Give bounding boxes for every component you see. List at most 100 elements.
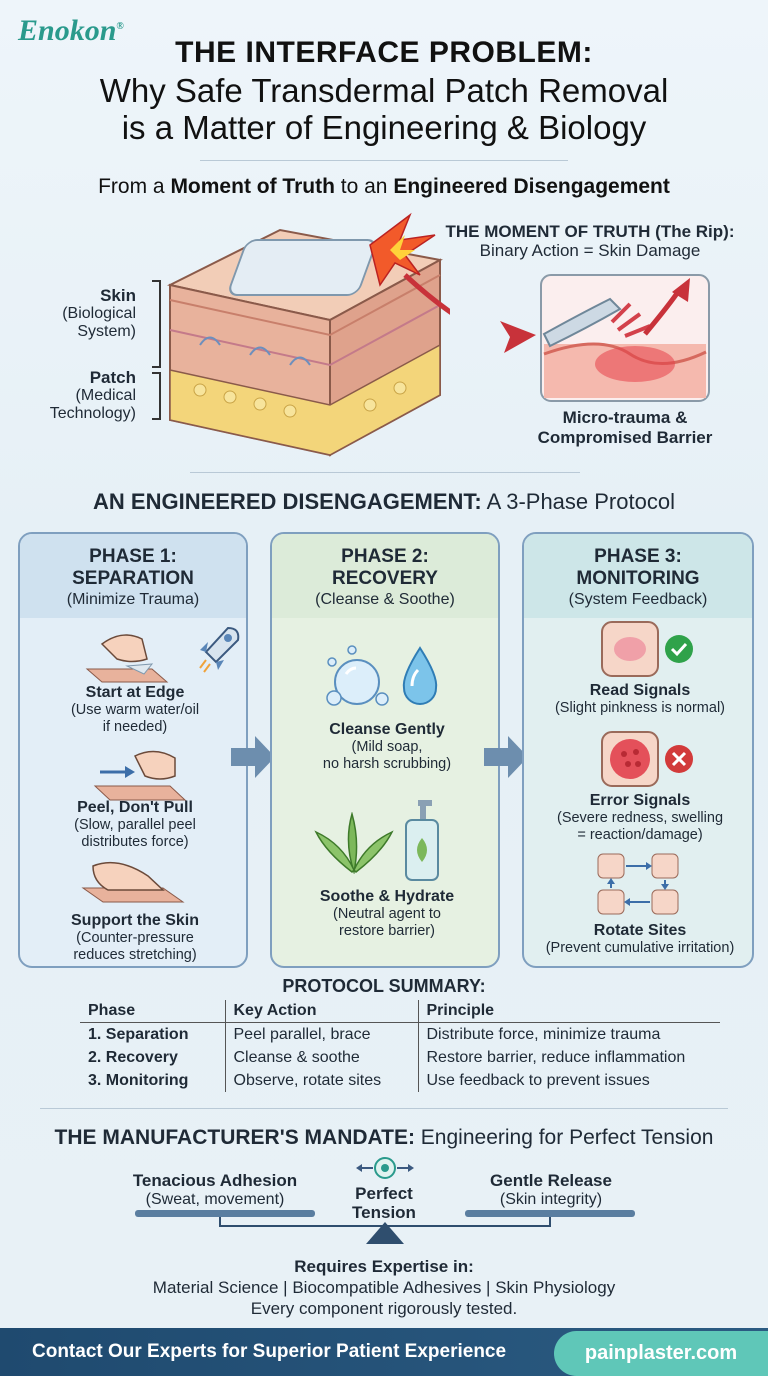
expertise-block: Requires Expertise in: Material Science … xyxy=(0,1256,768,1319)
phase-1-title-2: SEPARATION xyxy=(72,568,194,589)
step-label: Read Signals xyxy=(589,682,691,699)
brand-logo: Enokon® xyxy=(18,14,124,48)
phase-1-subtitle: (Minimize Trauma) xyxy=(66,591,200,608)
table-cell: Peel parallel, brace xyxy=(225,1022,419,1046)
moment-of-truth-title: THE MOMENT OF TRUTH (The Rip): xyxy=(445,222,735,241)
aloe-vera-icon xyxy=(314,812,394,874)
step-desc-1: (Mild soap, xyxy=(351,739,423,755)
caption-line-1: Micro-trauma & xyxy=(562,408,688,427)
table-cell: Restore barrier, reduce inflammation xyxy=(426,1049,686,1066)
phase-1-to-2-arrow-icon xyxy=(231,736,275,778)
summary-title: PROTOCOL SUMMARY: xyxy=(282,976,486,996)
left-label-desc: (Sweat, movement) xyxy=(145,1191,285,1208)
phase-2-card: PHASE 2: RECOVERY (Cleanse & Soothe) Cle… xyxy=(270,532,500,968)
phase-2-to-3-arrow-icon xyxy=(484,736,528,778)
expertise-title: Requires Expertise in: xyxy=(294,1257,474,1276)
mandate-title-bold: THE MANUFACTURER'S MANDATE: xyxy=(54,1126,415,1149)
phase-2-subtitle: (Cleanse & Soothe) xyxy=(315,591,455,608)
phase-2-title-2: RECOVERY xyxy=(332,568,438,589)
patch-label: Patch (Medical Technology) xyxy=(40,369,136,423)
perfect-tension-label: Perfect Tension xyxy=(330,1184,438,1222)
brand-name: Enokon xyxy=(18,14,117,47)
skin-label-desc-2: System) xyxy=(77,323,136,340)
table-cell: Use feedback to prevent issues xyxy=(426,1072,650,1089)
contact-experts-link[interactable]: Contact Our Experts for Superior Patient… xyxy=(32,1341,507,1362)
phase-2-step-2: Soothe & Hydrate (Neutral agent to resto… xyxy=(272,888,498,940)
phase-3-subtitle: (System Feedback) xyxy=(568,591,708,608)
hand-peel-edge-icon xyxy=(85,634,169,683)
step-desc-2: = reaction/damage) xyxy=(577,827,703,843)
subtitle-mid: to an xyxy=(334,175,394,198)
step-desc-2: reduces stretching) xyxy=(73,947,197,963)
patch-label-desc-2: Technology) xyxy=(49,405,136,422)
water-drop-icon xyxy=(402,646,438,705)
patch-label-desc-1: (Medical xyxy=(75,387,136,404)
step-label: Cleanse Gently xyxy=(329,721,445,738)
hand-support-skin-icon xyxy=(81,861,185,903)
phase-3-header: PHASE 3: MONITORING (System Feedback) xyxy=(524,534,752,618)
expertise-note: Every component rigorously tested. xyxy=(250,1299,518,1318)
step-desc-1: (Prevent cumulative irritation) xyxy=(545,940,735,956)
slight-pinkness-skin-icon xyxy=(601,621,659,677)
phase-1-card: PHASE 1: SEPARATION (Minimize Trauma) St… xyxy=(18,532,248,968)
table-cell: 1. Separation xyxy=(80,1022,226,1046)
center-label-1: Perfect xyxy=(355,1184,413,1203)
title-line-3: is a Matter of Engineering & Biology xyxy=(121,109,647,146)
mandate-title-rest: Engineering for Perfect Tension xyxy=(414,1126,714,1149)
step-desc-2: restore barrier) xyxy=(339,923,435,939)
skin-block-illustration xyxy=(167,212,450,457)
phase-3-title-2: MONITORING xyxy=(576,568,700,589)
phase-1-step-3: Support the Skin (Counter-pressure reduc… xyxy=(20,912,246,964)
title-line-2: Why Safe Transdermal Patch Removal xyxy=(99,72,669,109)
table-row: 1. Separation Peel parallel, brace Distr… xyxy=(80,1022,720,1046)
website-link[interactable]: painplaster.com xyxy=(554,1331,768,1376)
error-x-icon xyxy=(665,745,693,773)
phase-1-header: PHASE 1: SEPARATION (Minimize Trauma) xyxy=(20,534,246,618)
table-row: 2. Recovery Cleanse & soothe Restore bar… xyxy=(80,1046,720,1069)
brand-mark: ® xyxy=(116,21,124,32)
gentle-release-label: Gentle Release (Skin integrity) xyxy=(456,1171,646,1209)
phase-2-title-1: PHASE 2: xyxy=(341,546,429,567)
phase-3-step-3: Rotate Sites (Prevent cumulative irritat… xyxy=(524,922,752,957)
protocol-title: AN ENGINEERED DISENGAGEMENT: A 3-Phase P… xyxy=(0,489,768,515)
patch-bracket xyxy=(152,372,161,420)
summary-header-principle: Principle xyxy=(418,1000,720,1023)
summary-table: Phase Key Action Principle 1. Separation… xyxy=(80,1000,720,1092)
section-subtitle: From a Moment of Truth to an Engineered … xyxy=(0,175,768,199)
step-label: Error Signals xyxy=(589,792,691,809)
step-label: Support the Skin xyxy=(71,912,199,929)
expertise-list: Material Science | Biocompatible Adhesiv… xyxy=(152,1278,616,1297)
divider xyxy=(200,160,568,161)
step-desc-1: (Neutral agent to xyxy=(332,906,441,922)
rocket-icon xyxy=(199,626,240,673)
step-label: Soothe & Hydrate xyxy=(319,888,455,905)
mandate-title: THE MANUFACTURER'S MANDATE: Engineering … xyxy=(0,1126,768,1150)
hand-peel-parallel-icon xyxy=(93,750,187,801)
table-cell: Cleanse & soothe xyxy=(225,1046,419,1069)
skin-bracket xyxy=(152,280,161,368)
phase-1-step-2: Peel, Don't Pull (Slow, parallel peel di… xyxy=(20,799,246,851)
page-title-line: Why Safe Transdermal Patch Removal is a … xyxy=(0,72,768,146)
left-label-title: Tenacious Adhesion xyxy=(132,1171,298,1190)
micro-trauma-zoom-illustration xyxy=(540,274,710,402)
right-label-desc: (Skin integrity) xyxy=(499,1191,603,1208)
skin-label-desc-1: (Biological xyxy=(62,305,136,322)
phase-3-title-1: PHASE 3: xyxy=(594,546,682,567)
summary-header-phase: Phase xyxy=(80,1000,226,1023)
phase-2-step-1: Cleanse Gently (Mild soap, no harsh scru… xyxy=(272,721,498,773)
summary-header-row: Phase Key Action Principle xyxy=(80,1000,720,1023)
table-cell: 3. Monitoring xyxy=(80,1069,226,1092)
phase-3-step-1: Read Signals (Slight pinkness is normal) xyxy=(524,682,752,717)
divider xyxy=(40,1108,728,1109)
step-desc-1: (Use warm water/oil xyxy=(70,702,200,718)
divider xyxy=(190,472,580,473)
phase-3-step-2: Error Signals (Severe redness, swelling … xyxy=(524,792,752,844)
table-cell: 2. Recovery xyxy=(80,1046,226,1069)
patch-label-title: Patch xyxy=(89,368,136,387)
caption-line-2: Compromised Barrier xyxy=(537,428,713,447)
severe-redness-skin-icon xyxy=(601,731,659,787)
soap-bubbles-icon xyxy=(326,645,389,706)
subtitle-bold-1: Moment of Truth xyxy=(170,175,335,198)
check-icon xyxy=(665,635,693,663)
moment-of-truth-subtitle: Binary Action = Skin Damage xyxy=(479,241,701,260)
